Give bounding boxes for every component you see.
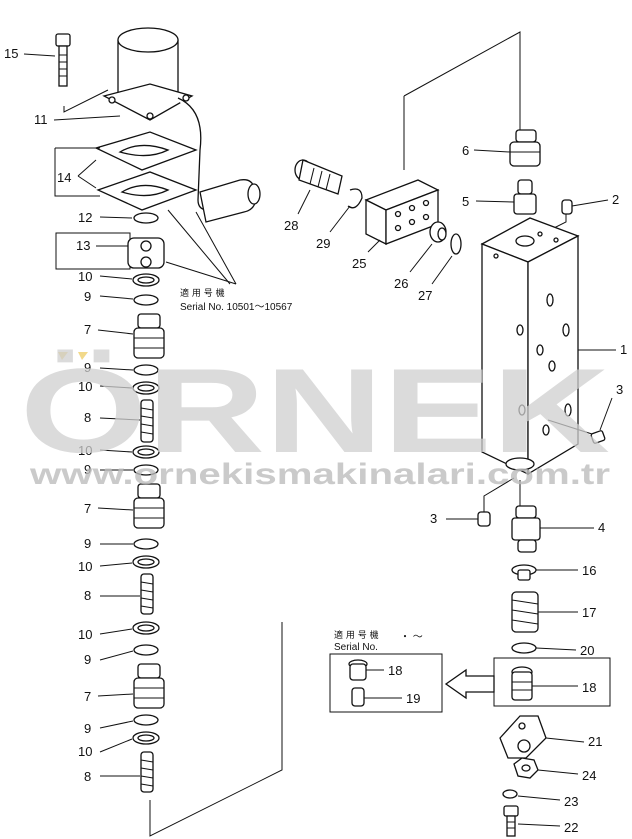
bracket-13 (55, 232, 131, 270)
plug-3a (590, 430, 606, 444)
watermark-accent-icon (58, 352, 68, 360)
callout-9b: 9 (84, 360, 91, 375)
spool-7a (133, 313, 165, 359)
plug-2 (561, 199, 573, 215)
spring-8c (140, 751, 154, 793)
callout-29: 29 (316, 236, 330, 251)
callout-9a: 9 (84, 289, 91, 304)
bolt-22 (503, 805, 519, 837)
callout-6: 6 (462, 143, 469, 158)
callout-14: 14 (57, 170, 71, 185)
cap-16 (511, 564, 537, 581)
callout-9c: 9 (84, 462, 91, 477)
spring-8a (140, 399, 154, 443)
arrow-icon (444, 668, 495, 700)
callout-12: 12 (78, 210, 92, 225)
callout-5: 5 (462, 194, 469, 209)
callout-9e: 9 (84, 652, 91, 667)
flange-21 (499, 715, 547, 759)
callout-20: 20 (580, 643, 594, 658)
callout-24: 24 (582, 768, 596, 783)
callout-10b: 10 (78, 379, 92, 394)
plate-13 (127, 237, 165, 269)
washer-29 (347, 188, 363, 209)
callout-8c: 8 (84, 769, 91, 784)
callout-23: 23 (564, 794, 578, 809)
plug-19-inset (351, 687, 365, 707)
callout-19: 19 (406, 691, 420, 706)
callout-3a: 3 (616, 382, 623, 397)
callout-10c: 10 (78, 443, 92, 458)
callout-18a: 18 (388, 663, 402, 678)
inset-box (329, 653, 443, 713)
callout-11: 11 (34, 112, 48, 127)
callout-27: 27 (418, 288, 432, 303)
callout-15: 15 (4, 46, 18, 61)
oring-20 (511, 642, 537, 654)
serial-note-upper-jp: 適 用 号 機 (180, 287, 225, 299)
oring-12 (133, 212, 159, 224)
callout-7a: 7 (84, 322, 91, 337)
serial-note-inset-range: ・ ～ (400, 632, 423, 643)
callout-9d: 9 (84, 536, 91, 551)
callout-22: 22 (564, 820, 578, 835)
spring-8b (140, 573, 154, 615)
washer-23 (502, 789, 518, 799)
callout-13: 13 (76, 238, 90, 253)
fitting-4 (511, 505, 541, 553)
fitting-6 (509, 129, 541, 167)
serial-note-upper: Serial No. 10501～10567 (180, 302, 293, 313)
watermark-url: www.ornekismakinalari.com.tr (29, 458, 611, 491)
callout-3b: 3 (430, 511, 437, 526)
bolt-15 (55, 33, 71, 87)
fitting-5 (513, 179, 537, 215)
callout-28: 28 (284, 218, 298, 233)
watermark: ÖRNEK www.ornekismakinalari.com.tr (20, 344, 610, 491)
callout-18b: 18 (582, 680, 596, 695)
serial-note-inset-label: Serial No. (334, 642, 378, 653)
oring-27 (450, 233, 462, 255)
plug-18-inset (348, 659, 368, 681)
solenoid-11 (102, 27, 261, 223)
valve-body-1 (480, 217, 580, 476)
assembly-leader-left (149, 622, 283, 837)
callout-2: 2 (612, 192, 619, 207)
callout-7c: 7 (84, 689, 91, 704)
callout-4: 4 (598, 520, 605, 535)
plug-26 (429, 221, 447, 243)
callout-17: 17 (582, 605, 596, 620)
callout-21: 21 (588, 734, 602, 749)
callout-8a: 8 (84, 410, 91, 425)
left-stack: 10 9 7 9 10 8 10 (78, 269, 165, 793)
callout-10e: 10 (78, 627, 92, 642)
watermark-brand: ÖRNEK (20, 344, 610, 478)
spool-7c (133, 663, 165, 709)
callout-9f: 9 (84, 721, 91, 736)
serial-note-inset-jp: 適 用 号 機 (334, 629, 379, 641)
callout-8b: 8 (84, 588, 91, 603)
callout-10a: 10 (78, 269, 92, 284)
callout-10f: 10 (78, 744, 92, 759)
bolt-28 (294, 159, 343, 195)
callout-7b: 7 (84, 501, 91, 516)
spool-7b (133, 483, 165, 529)
callout-1: 1 (620, 342, 627, 357)
plug-3b (477, 511, 491, 527)
callout-25: 25 (352, 256, 366, 271)
callout-26: 26 (394, 276, 408, 291)
callout-10d: 10 (78, 559, 92, 574)
assembly-leader-top (403, 31, 521, 140)
spring-17 (511, 591, 539, 633)
nut-24 (513, 757, 539, 779)
block-25 (364, 179, 440, 246)
gasket-14 (94, 131, 198, 211)
plug-18 (511, 666, 533, 701)
callout-16: 16 (582, 563, 596, 578)
